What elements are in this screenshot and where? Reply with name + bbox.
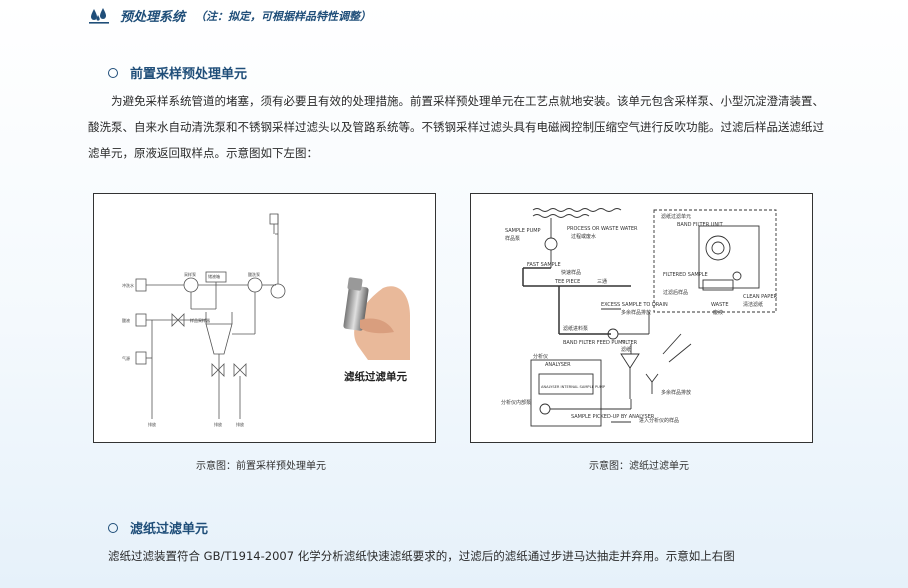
svg-text:排放: 排放 xyxy=(214,421,222,427)
waste-label: WASTE xyxy=(711,302,728,308)
circle-bullet-icon xyxy=(108,522,118,533)
filter-label: FILTER xyxy=(621,340,638,346)
circle-bullet-icon xyxy=(108,67,118,78)
sample-picked-label: SAMPLE PICKED-UP BY ANALYSER xyxy=(571,414,655,420)
svg-text:排放: 排放 xyxy=(148,421,156,427)
filter-photo-label: 滤纸过滤单元 xyxy=(344,371,407,383)
svg-text:样品采样器: 样品采样器 xyxy=(190,317,210,323)
sample-pump-label: SAMPLE PUMP xyxy=(505,228,541,234)
internal-pump-label: ANALYSER INTERNAL SAMPLE PUMP xyxy=(541,385,606,389)
section-2-title: 滤纸过滤单元 xyxy=(130,522,209,537)
section-1-paragraph: 为避免采样系统管道的堵塞，须有必要且有效的处理措施。前置采样预处理单元在工艺点就… xyxy=(88,94,824,160)
filter-cn: 滤纸 xyxy=(621,346,631,353)
filter-head-photo xyxy=(343,277,410,360)
page-title: 预处理系统 xyxy=(120,10,186,25)
section-1-heading: 前置采样预处理单元 xyxy=(108,63,247,82)
band-filter-diagram-frame: 滤纸过滤单元 BAND FILTER UNIT SAMPLE PUMP 样品泵 … xyxy=(470,193,813,443)
band-filter-diagram: 滤纸过滤单元 BAND FILTER UNIT SAMPLE PUMP 样品泵 … xyxy=(501,208,777,427)
svg-text:储液箱: 储液箱 xyxy=(208,273,220,279)
svg-text:酸液: 酸液 xyxy=(122,317,130,323)
fast-sample-label: FAST SAMPLE xyxy=(527,262,561,268)
section-2-paragraph: 滤纸过滤装置符合 GB/T1914-2007 化学分析滤纸快速滤纸要求的，过滤后… xyxy=(108,549,735,563)
svg-text:气源: 气源 xyxy=(122,355,130,361)
filtered-cn: 过滤后样品 xyxy=(663,289,688,296)
svg-text:酸洗泵: 酸洗泵 xyxy=(248,271,260,277)
sample-picked-cn: 进入分析仪的样品 xyxy=(639,417,679,424)
analyser-cn: 分析仪 xyxy=(533,353,548,360)
clean-paper-cn: 清洁滤纸 xyxy=(743,301,763,308)
right-figure-caption: 示意图：滤纸过滤单元 xyxy=(589,461,689,472)
excess-sample-cn: 多余样品排放 xyxy=(621,309,651,316)
water-drops-icon xyxy=(89,7,109,24)
tee-piece-cn: 三通 xyxy=(597,278,607,285)
pretreatment-diagram: 冲洗水 酸液 气源 采样泵 酸洗泵 储液箱 样品采样器 排放 排放 排放 xyxy=(122,213,286,427)
filtered-sample-label: FILTERED SAMPLE xyxy=(663,272,708,278)
section-1-title: 前置采样预处理单元 xyxy=(130,67,248,82)
svg-text:冲洗水: 冲洗水 xyxy=(122,282,134,288)
section-2-heading: 滤纸过滤单元 xyxy=(108,518,208,537)
waste-cn: 废液 xyxy=(713,309,723,316)
analyser-en: ANALYSER xyxy=(545,362,571,368)
section-header: 预处理系统 （注：拟定，可根据样品特性调整） xyxy=(88,6,371,25)
process-waste-label: PROCESS OR WASTE WATER xyxy=(567,226,638,232)
band-filter-unit-en: BAND FILTER UNIT xyxy=(677,222,724,228)
sample-pump-cn: 样品泵 xyxy=(505,235,520,242)
svg-text:采样泵: 采样泵 xyxy=(184,271,196,277)
excess-drain-cn: 多余样品排放 xyxy=(661,389,691,396)
process-waste-cn: 过程或废水 xyxy=(571,233,596,240)
clean-paper-label: CLEAN PAPER xyxy=(743,294,777,300)
title-note: （注：拟定，可根据样品特性调整） xyxy=(195,9,372,23)
svg-text:排放: 排放 xyxy=(236,421,244,427)
internal-pump-cn: 分析仪内部泵 xyxy=(501,399,531,406)
left-figure-caption: 示意图：前置采样预处理单元 xyxy=(196,461,326,472)
fast-sample-cn: 快速样品 xyxy=(561,269,581,276)
excess-sample-label: EXCESS SAMPLE TO DRAIN xyxy=(601,302,668,308)
band-filter-feed-label: BAND FILTER FEED PUMP xyxy=(563,340,625,346)
band-filter-feed-cn: 滤纸进料泵 xyxy=(563,325,588,332)
tee-piece-label: TEE PIECE xyxy=(554,279,580,285)
band-filter-unit-cn: 滤纸过滤单元 xyxy=(661,213,691,220)
